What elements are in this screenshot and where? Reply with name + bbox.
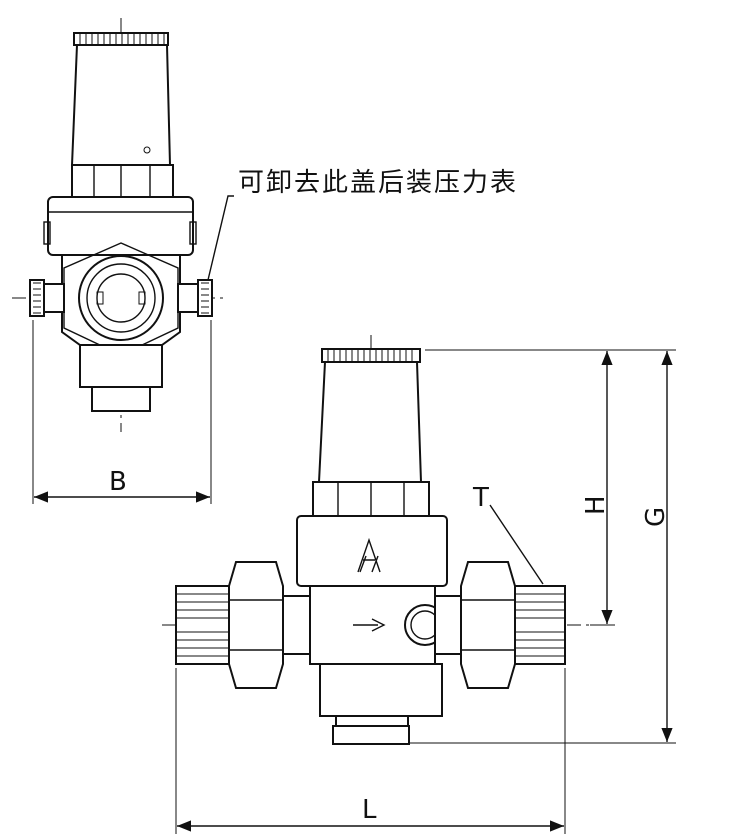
- dimension-g: G: [410, 349, 676, 744]
- pressure-gauge-note: 可卸去此盖后装压力表: [238, 168, 518, 198]
- front-view: [162, 335, 610, 745]
- dimension-b-label: B: [109, 467, 127, 497]
- dimension-l: L: [175, 668, 566, 834]
- dimension-h-label: H: [581, 495, 611, 515]
- knurl-pattern: [79, 33, 165, 45]
- logo-mark: [357, 537, 381, 573]
- dimension-l-label: L: [362, 795, 377, 825]
- dimension-h: H: [425, 349, 615, 626]
- dimension-t-leader: [489, 504, 544, 585]
- annotation-leader: [207, 195, 234, 281]
- dimension-t-label: T: [472, 483, 489, 513]
- dimension-g-label: G: [641, 507, 671, 527]
- dimension-b: B: [32, 320, 212, 504]
- side-view: [12, 18, 228, 432]
